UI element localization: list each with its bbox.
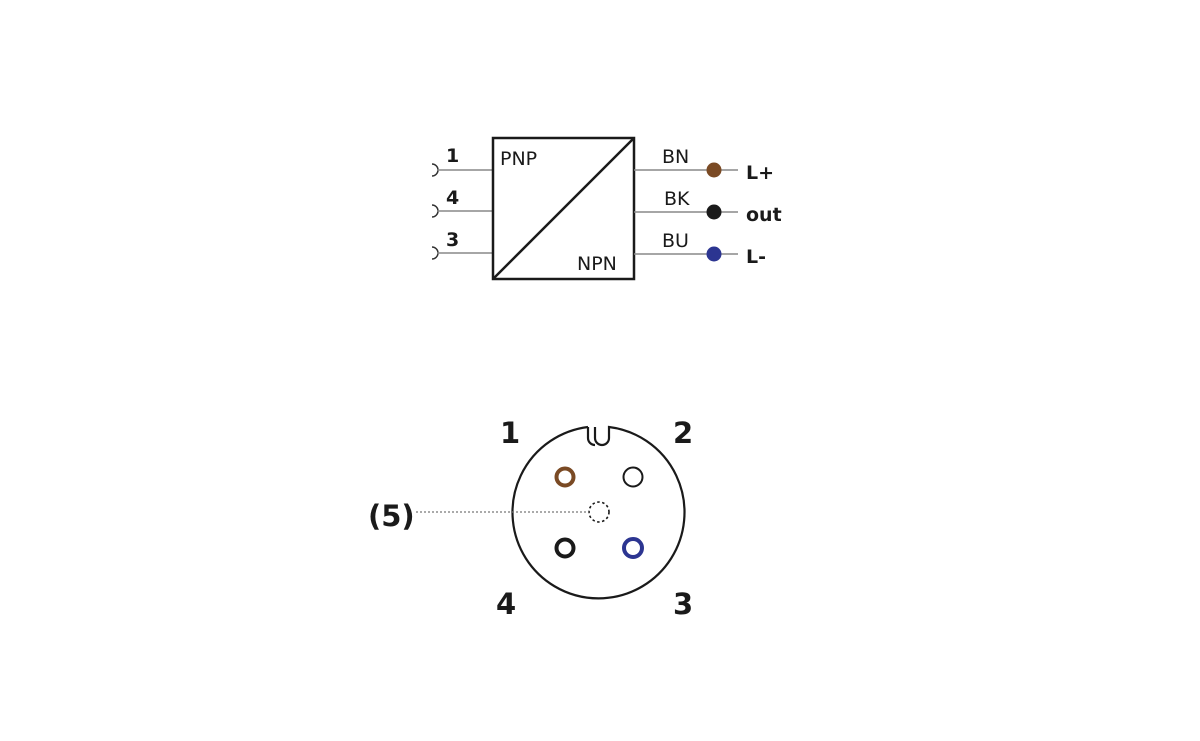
wire-color-label: BN	[662, 146, 689, 168]
sensor-box: PNP NPN	[491, 136, 636, 281]
pnp-label: PNP	[500, 148, 537, 170]
pin-4-black	[554, 537, 576, 559]
pin-4-label: 4	[496, 587, 516, 621]
pin-2-label: 2	[673, 416, 693, 450]
signal-label: L-	[746, 246, 766, 268]
output-wire-bu: BU L-	[634, 230, 766, 268]
wiring-diagram: 1 4 3 PNP NPN BN L+ BK	[431, 136, 782, 281]
pin-3-blue	[622, 537, 644, 559]
output-wire-bk: BK out	[634, 188, 782, 226]
wire-color-label: BU	[662, 230, 689, 252]
pin-1-label: 1	[500, 416, 520, 450]
pin-5-label: (5)	[368, 499, 415, 533]
pin-2	[622, 466, 644, 488]
pin-3-label: 3	[673, 587, 693, 621]
input-pin-label: 3	[446, 229, 459, 251]
input-pin-label: 4	[446, 187, 459, 209]
npn-label: NPN	[577, 253, 617, 275]
input-pin-label: 1	[446, 145, 459, 167]
pin-5-optional	[588, 501, 610, 523]
input-wire-1: 1	[431, 145, 493, 177]
input-wire-3: 3	[431, 229, 493, 260]
signal-label: L+	[746, 162, 774, 184]
wire-color-label: BK	[664, 188, 690, 210]
connector-outline	[511, 425, 686, 600]
signal-label: out	[746, 204, 782, 226]
brown-terminal-dot	[706, 162, 722, 178]
blue-terminal-dot	[706, 246, 722, 262]
connector-face: 1 2 3 4 (5)	[368, 416, 693, 621]
output-wire-bn: BN L+	[634, 146, 774, 184]
black-terminal-dot	[706, 204, 722, 220]
input-wire-4: 4	[431, 187, 493, 218]
pin-1-brown	[554, 466, 576, 488]
